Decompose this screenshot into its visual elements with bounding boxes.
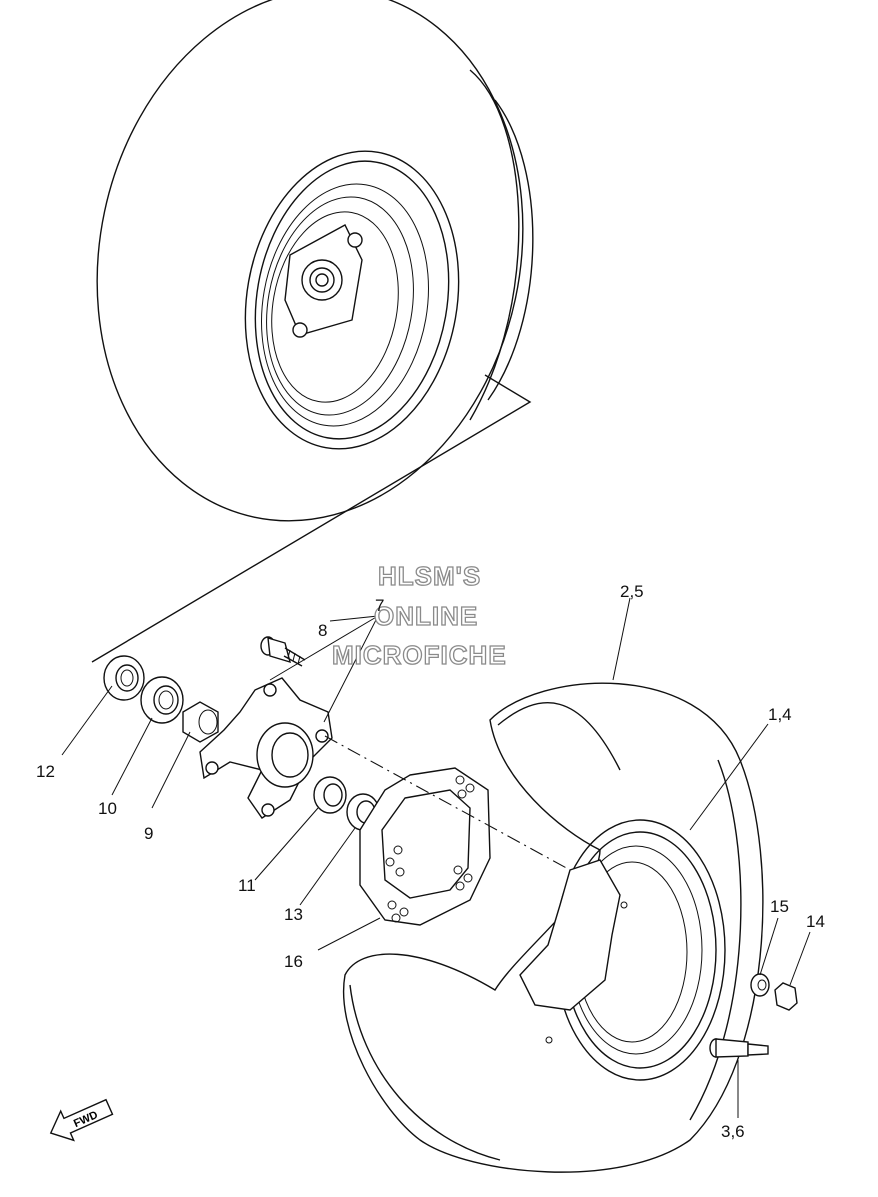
callout-1-4: 1,4 — [768, 705, 792, 724]
part-14-nut — [774, 982, 798, 1011]
part-15-washer — [750, 973, 770, 997]
part-7-hub — [199, 677, 333, 819]
part-1-4-rim — [519, 819, 726, 1081]
callout-10: 10 — [98, 799, 117, 818]
fwd-label: FWD — [72, 1109, 100, 1130]
outline-connector — [91, 374, 532, 663]
part-8-bolt — [260, 636, 306, 667]
watermark: HLSM'S ONLINE MICROFICHE — [331, 560, 507, 670]
callout-13: 13 — [284, 905, 303, 924]
callout-2-5: 2,5 — [620, 582, 644, 601]
part-16-brake-disc — [359, 767, 491, 926]
part-12-oil-seal — [103, 655, 145, 701]
callout-9: 9 — [144, 824, 153, 843]
callout-16: 16 — [284, 952, 303, 971]
part-11-bearing — [313, 776, 347, 814]
part-10-bearing — [140, 676, 184, 724]
callout-7: 7 — [375, 596, 384, 615]
callout-8: 8 — [318, 621, 327, 640]
callout-labels: 2,5 1,4 7 8 12 10 9 11 13 16 15 14 3,6 — [36, 582, 825, 1141]
fwd-direction-arrow: FWD — [49, 1098, 114, 1142]
watermark-line-3: MICROFICHE — [332, 640, 507, 670]
callout-3-6: 3,6 — [721, 1122, 745, 1141]
watermark-line-1: HLSM'S — [378, 561, 481, 591]
callout-14: 14 — [806, 912, 825, 931]
part-9-spacer — [182, 701, 219, 743]
watermark-line-2: ONLINE — [374, 601, 478, 631]
callout-11: 11 — [238, 876, 256, 895]
assembled-wheel — [96, 0, 534, 522]
part-3-6-valve — [545, 1036, 769, 1058]
callout-12: 12 — [36, 762, 55, 781]
callout-15: 15 — [770, 897, 789, 916]
leader-lines — [61, 597, 811, 1118]
